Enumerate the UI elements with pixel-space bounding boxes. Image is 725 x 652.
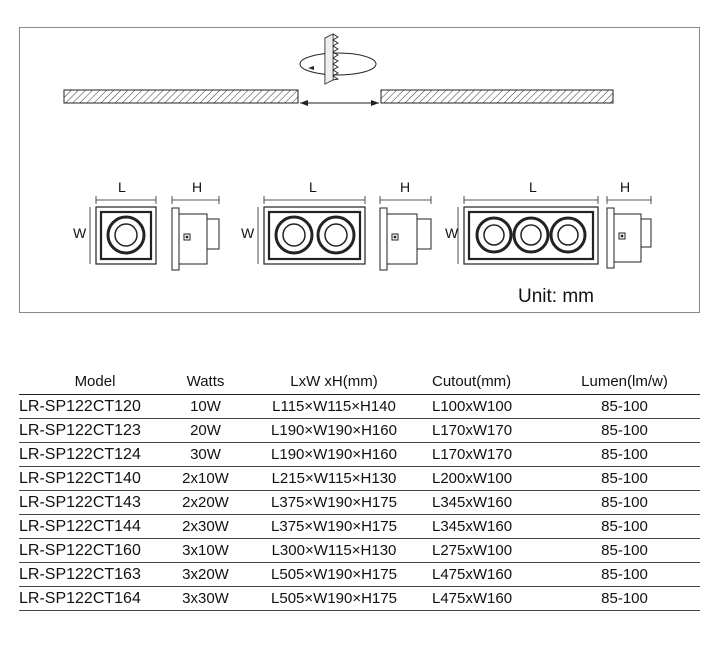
unit-single-side-view [171, 196, 220, 271]
diagram-drawing [63, 33, 652, 271]
table-body: LR-SP122CT120 10W L115×W115×H140 L100xW100 8… [19, 395, 700, 611]
unit1-height-label: H [192, 179, 203, 195]
table-row: LR-SP122CT144 2x30W L375×W190×H175 L345xW16… [19, 515, 700, 539]
lumen-cell: 85-100 [601, 446, 648, 463]
watts-cell: 20W [190, 422, 221, 439]
model-cell: LR-SP122CT120 [19, 398, 141, 415]
unit-triple-front-view [457, 196, 599, 265]
dimensions-cell: L505×W190×H175 [271, 590, 397, 607]
watts-cell: 2x20W [182, 494, 229, 511]
table-row: LR-SP122CT164 3x30W L505×W190×H175 L475xW16… [19, 587, 700, 611]
table-header-row: Model Watts LxW xH(mm) Cutout(mm) Lumen(… [19, 368, 700, 395]
installation-diagram: L W H L W H L W H Unit: mm [19, 27, 700, 313]
unit2-width-label: W [241, 225, 255, 241]
lumen-cell: 85-100 [601, 542, 648, 559]
table-row: LR-SP122CT143 2x20W L375×W190×H175 L345xW16… [19, 491, 700, 515]
unit3-width-label: W [445, 225, 459, 241]
lumen-cell: 85-100 [601, 422, 648, 439]
cutout-cell: L275xW100 [432, 542, 513, 559]
cutout-cell: L345xW160 [432, 494, 513, 511]
cutout-cell: L475xW160 [432, 566, 513, 583]
lumen-cell: 85-100 [601, 518, 648, 535]
unit3-height-label: H [620, 179, 631, 195]
cutout-cell: L200xW100 [432, 470, 513, 487]
header-cutout: Cutout(mm) [432, 372, 512, 390]
saw-cutting-icon [299, 33, 377, 85]
ceiling-board-right [380, 89, 614, 104]
watts-cell: 3x10W [182, 542, 229, 559]
dimensions-cell: L190×W190×H160 [271, 422, 397, 439]
unit-triple-side-view [606, 196, 652, 269]
lumen-cell: 85-100 [601, 590, 648, 607]
table-row: LR-SP122CT140 2x10W L215×W115×H130 L200xW10… [19, 467, 700, 491]
lumen-cell: 85-100 [601, 566, 648, 583]
dimensions-cell: L215×W115×H130 [271, 470, 397, 487]
dimensions-cell: L375×W190×H175 [271, 518, 397, 535]
dimensions-cell: L300×W115×H130 [271, 542, 397, 559]
watts-cell: 3x20W [182, 566, 229, 583]
watts-cell: 3x30W [182, 590, 229, 607]
model-cell: LR-SP122CT143 [19, 494, 141, 511]
dimensions-cell: L190×W190×H160 [271, 446, 397, 463]
unit1-length-label: L [118, 179, 126, 195]
unit3-length-label: L [529, 179, 537, 195]
model-cell: LR-SP122CT144 [19, 518, 141, 535]
header-watts: Watts [186, 372, 225, 390]
unit2-height-label: H [400, 179, 411, 195]
watts-cell: 2x30W [182, 518, 229, 535]
spec-table: Model Watts LxW xH(mm) Cutout(mm) Lumen(… [19, 368, 700, 611]
model-cell: LR-SP122CT160 [19, 542, 141, 559]
unit-label: Unit: mm [518, 286, 594, 307]
table-row: LR-SP122CT120 10W L115×W115×H140 L100xW100 8… [19, 395, 700, 419]
header-lumen: Lumen(lm/w) [581, 372, 668, 390]
model-cell: LR-SP122CT163 [19, 566, 141, 583]
dimensions-cell: L115×W115×H140 [272, 398, 396, 415]
unit-double-front-view [257, 196, 366, 265]
header-model: Model [74, 372, 116, 390]
watts-cell: 2x10W [182, 470, 229, 487]
table-row: LR-SP122CT124 30W L190×W190×H160 L170xW170 8… [19, 443, 700, 467]
table-row: LR-SP122CT163 3x20W L505×W190×H175 L475xW16… [19, 563, 700, 587]
table-row: LR-SP122CT160 3x10W L300×W115×H130 L275xW10… [19, 539, 700, 563]
cutout-cell: L475xW160 [432, 590, 513, 607]
model-cell: LR-SP122CT164 [19, 590, 141, 607]
table-row: LR-SP122CT123 20W L190×W190×H160 L170xW170 8… [19, 419, 700, 443]
cutout-cell: L170xW170 [432, 422, 513, 439]
cutout-cell: L345xW160 [432, 518, 513, 535]
lumen-cell: 85-100 [601, 398, 648, 415]
unit-double-side-view [379, 196, 432, 271]
model-cell: LR-SP122CT123 [19, 422, 141, 439]
unit2-length-label: L [309, 179, 317, 195]
cutout-cell: L170xW170 [432, 446, 513, 463]
lumen-cell: 85-100 [601, 494, 648, 511]
cutout-dimension-arrow [300, 100, 379, 106]
model-cell: LR-SP122CT124 [19, 446, 141, 463]
dimensions-cell: L505×W190×H175 [271, 566, 397, 583]
cutout-cell: L100xW100 [432, 398, 513, 415]
watts-cell: 10W [190, 398, 221, 415]
model-cell: LR-SP122CT140 [19, 470, 141, 487]
unit-single-front-view [89, 196, 157, 265]
unit1-width-label: W [73, 225, 87, 241]
watts-cell: 30W [190, 446, 221, 463]
dimensions-cell: L375×W190×H175 [271, 494, 397, 511]
ceiling-board-left [63, 89, 299, 104]
header-dimensions: LxW xH(mm) [290, 372, 378, 390]
lumen-cell: 85-100 [601, 470, 648, 487]
